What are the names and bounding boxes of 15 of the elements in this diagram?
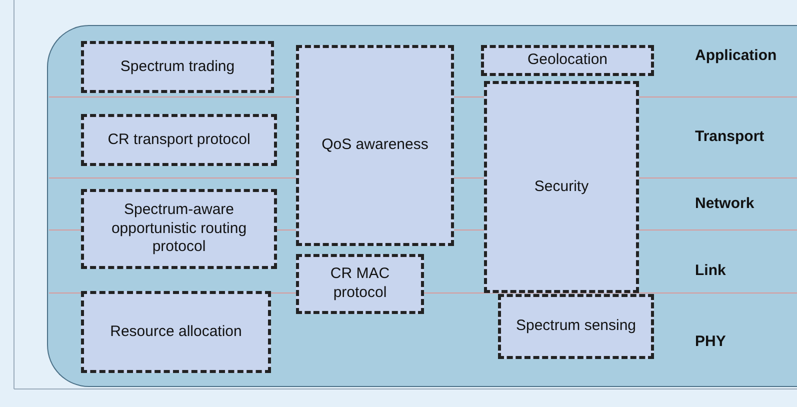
layer-name: Application xyxy=(695,47,777,64)
layer-block: Spectrum trading xyxy=(81,41,274,93)
layer-name: Network xyxy=(695,195,754,212)
layer-block: Security xyxy=(484,81,639,293)
layer-block: CR MAC protocol xyxy=(296,254,424,314)
layer-block: CR transport protocol xyxy=(81,114,277,166)
layer-name: Link xyxy=(695,262,726,279)
layer-name: Transport xyxy=(695,128,764,145)
layer-block: Resource allocation xyxy=(81,291,271,373)
layer-block: Spectrum sensing xyxy=(498,294,654,359)
layer-block: Geolocation xyxy=(481,45,654,76)
architecture-panel xyxy=(47,25,797,387)
layer-block: QoS awareness xyxy=(296,45,454,246)
layer-name: PHY xyxy=(695,333,726,350)
layer-block: Spectrum-aware opportunistic routing protocol xyxy=(81,189,277,269)
